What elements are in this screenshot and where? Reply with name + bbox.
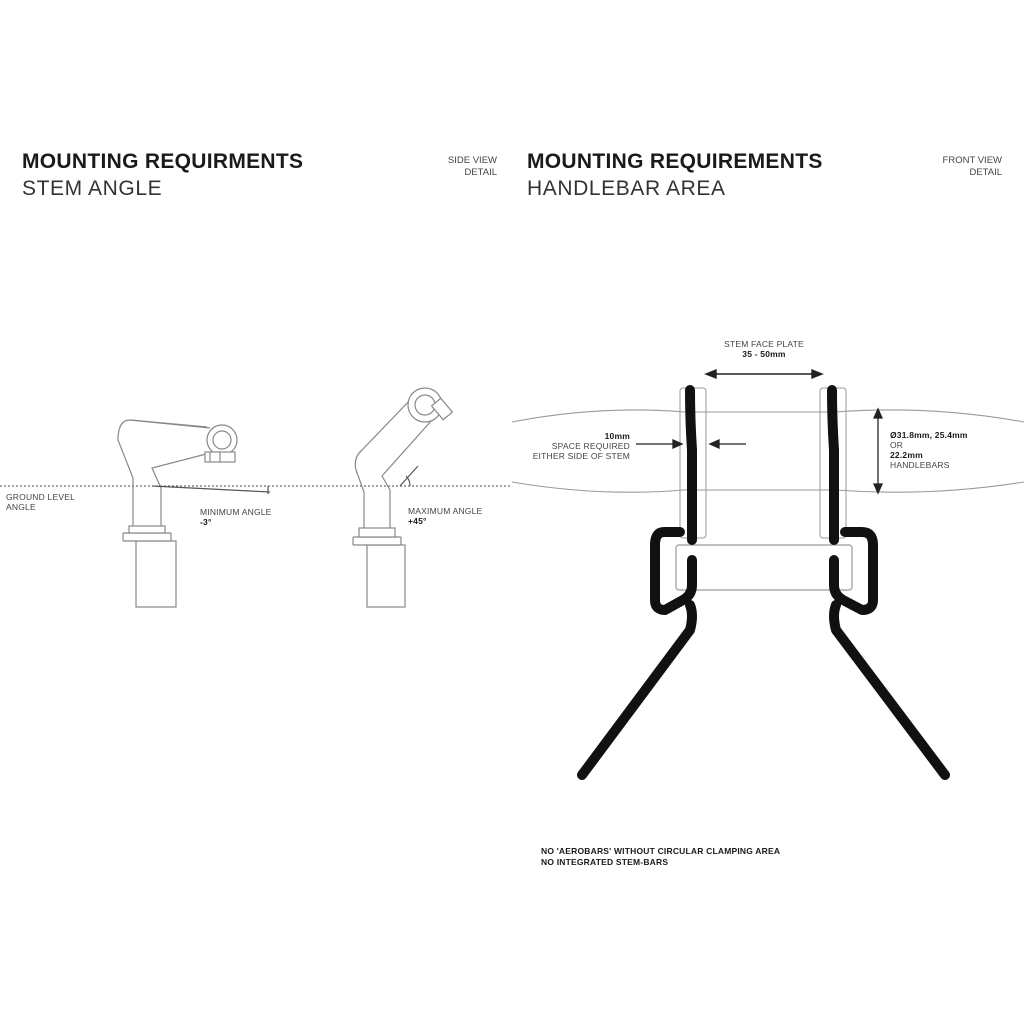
clamp-outline: [577, 385, 950, 780]
faceplate-text: STEM FACE PLATE: [724, 339, 804, 349]
bar-or: OR: [890, 440, 904, 450]
face-plate-side-left: [679, 387, 847, 539]
space-required-label: 10mm SPACE REQUIRED EITHER SIDE OF STEM: [510, 431, 630, 461]
space-value: 10mm: [604, 431, 630, 441]
ground-level-line1: GROUND LEVEL: [6, 492, 76, 502]
max-angle-value: +45°: [408, 516, 427, 526]
right-view-line1: FRONT VIEW: [942, 155, 1002, 166]
space-line1: SPACE REQUIRED: [551, 441, 630, 451]
stem-body: [675, 544, 853, 591]
faceplate-value: 35 - 50mm: [742, 349, 786, 359]
left-view-line2: DETAIL: [464, 167, 497, 178]
min-angle-text: MINIMUM ANGLE: [200, 507, 272, 517]
right-view-tag: FRONT VIEW DETAIL: [882, 155, 1002, 179]
space-line2: EITHER SIDE OF STEM: [532, 451, 630, 461]
faceplate-dimension-arrow: [704, 368, 824, 380]
bar-value1: Ø31.8mm, 25.4mm: [890, 430, 968, 440]
max-angle-label: MAXIMUM ANGLE +45°: [408, 506, 482, 526]
left-view-line1: SIDE VIEW: [447, 155, 497, 166]
note-aerobars: NO 'AEROBARS' WITHOUT CIRCULAR CLAMPING …: [541, 846, 781, 856]
left-title: MOUNTING REQUIRMENTS: [22, 150, 304, 173]
faceplate-label: STEM FACE PLATE 35 - 50mm: [704, 339, 824, 359]
space-arrows: [636, 438, 746, 450]
min-angle-value: -3°: [200, 517, 212, 527]
handlebar-diameter-arrow: [872, 407, 884, 495]
bar-value2: 22.2mm: [890, 450, 923, 460]
bar-label: HANDLEBARS: [890, 460, 950, 470]
right-title: MOUNTING REQUIREMENTS: [527, 150, 823, 173]
left-subtitle: STEM ANGLE: [22, 177, 163, 200]
ground-level-line2: ANGLE: [6, 502, 36, 512]
stem-maximum-angle: [352, 387, 454, 608]
left-view-tag: SIDE VIEW DETAIL: [377, 155, 497, 179]
stem-minimum-angle: [117, 419, 271, 608]
right-view-line2: DETAIL: [969, 167, 1002, 178]
max-angle-text: MAXIMUM ANGLE: [408, 506, 483, 516]
handlebar-tube: [511, 409, 1024, 493]
note-integrated: NO INTEGRATED STEM-BARS: [541, 857, 669, 867]
handlebar-size-label: Ø31.8mm, 25.4mm OR 22.2mm HANDLEBARS: [890, 430, 968, 470]
min-angle-label: MINIMUM ANGLE -3°: [200, 507, 272, 527]
right-subtitle: HANDLEBAR AREA: [527, 177, 726, 200]
requirements-notes: NO 'AEROBARS' WITHOUT CIRCULAR CLAMPING …: [541, 846, 780, 868]
ground-level-label: GROUND LEVEL ANGLE: [6, 492, 75, 512]
